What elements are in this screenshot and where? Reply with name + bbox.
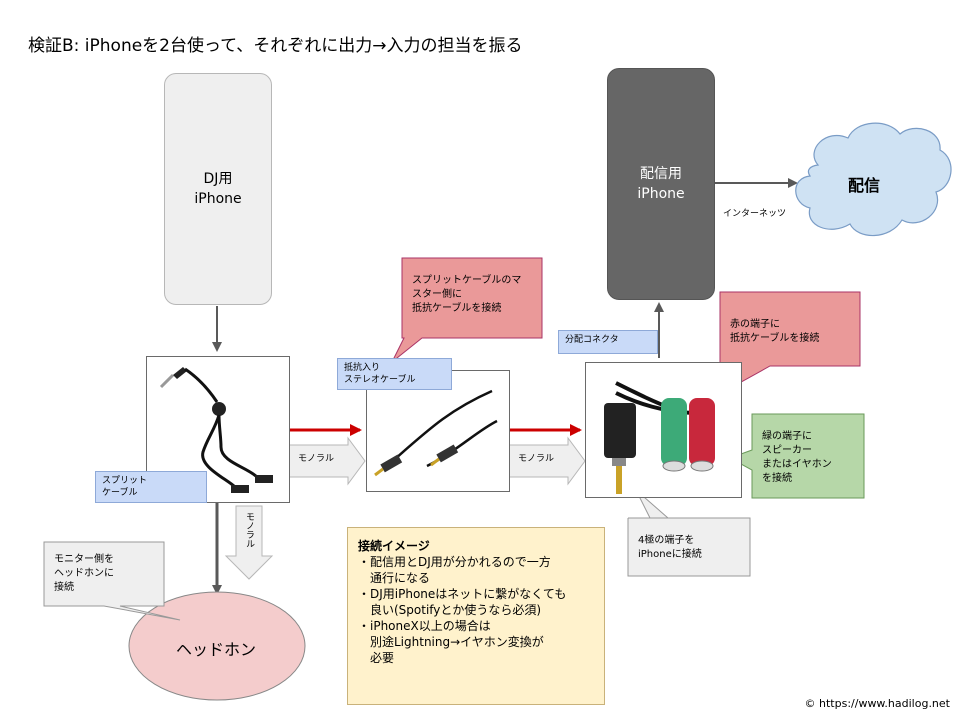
callout-monitor: モニター側を ヘッドホンに 接続 xyxy=(54,553,114,595)
callout-green-terminal: 緑の端子に スピーカー またはイヤホン を接続 xyxy=(762,430,832,486)
dj-iphone-line2: iPhone xyxy=(194,191,242,207)
resistor-cable-label-line2: ステレオケーブル xyxy=(344,375,416,385)
note-bullet-3: ・iPhoneX以上の場合は xyxy=(358,619,491,633)
note-bullet-2-cont: 良い(Spotifyとか使うなら必須) xyxy=(370,603,542,617)
callout-green-terminal-bubble xyxy=(728,413,865,499)
split-cable-label-line2: ケーブル xyxy=(102,488,138,498)
credit-text[interactable]: © https://www.hadilog.net xyxy=(804,697,950,710)
callout-split-master-line3: 抵抗ケーブルを接続 xyxy=(412,303,502,314)
internet-label: インターネッツ xyxy=(723,209,787,219)
callout-monitor-line2: ヘッドホンに xyxy=(54,568,114,579)
cloud-label: 配信 xyxy=(848,176,881,195)
mono-label-1: モノラル xyxy=(298,454,335,464)
stream-iphone: 配信用 iPhone xyxy=(607,68,715,300)
callout-split-master: スプリットケーブルのマ スター側に 抵抗ケーブルを接続 xyxy=(412,274,521,316)
callout-four-pole: 4極の端子を iPhoneに接続 xyxy=(638,534,702,562)
callout-four-pole-line2: iPhoneに接続 xyxy=(638,549,702,560)
note-bullet-3-cont2: 必要 xyxy=(370,651,395,665)
callout-monitor-bubble xyxy=(43,541,181,621)
callout-red-terminal: 赤の端子に 抵抗ケーブルを接続 xyxy=(730,318,819,346)
callout-red-terminal-line1: 赤の端子に xyxy=(730,319,780,330)
callout-monitor-line1: モニター側を xyxy=(54,554,114,565)
callout-green-terminal-line4: を接続 xyxy=(762,473,792,484)
callout-monitor-line3: 接続 xyxy=(54,582,74,593)
callout-red-terminal-line2: 抵抗ケーブルを接続 xyxy=(730,333,820,344)
split-cable-image: スプリット ケーブル xyxy=(95,356,290,503)
callout-green-terminal-line2: スピーカー xyxy=(762,445,812,456)
dj-iphone: DJ用 iPhone xyxy=(164,73,272,305)
page-title: 検証B: iPhoneを2台使って、それぞれに出力→入力の担当を振る xyxy=(28,36,523,56)
callout-four-pole-line1: 4極の端子を xyxy=(638,535,695,546)
callout-four-pole-bubble xyxy=(627,489,751,577)
distribution-connector-label: 分配コネクタ xyxy=(558,330,658,354)
mono-block-arrow-vertical xyxy=(224,505,274,580)
callout-split-master-bubble xyxy=(391,257,543,363)
stream-iphone-line1: 配信用 xyxy=(639,166,682,182)
callout-split-master-line2: スター側に xyxy=(412,289,462,300)
mono-label-vertical: モノラル xyxy=(244,512,254,548)
dj-iphone-line1: DJ用 xyxy=(203,171,233,187)
note-heading: 接続イメージ xyxy=(358,539,430,553)
note-bullet-3-cont: 別途Lightning→イヤホン変換が xyxy=(370,635,544,649)
headphone-label: ヘッドホン xyxy=(176,640,257,659)
resistor-cable-icon xyxy=(374,389,498,477)
callout-green-terminal-line3: またはイヤホン xyxy=(762,459,832,470)
stream-iphone-line2: iPhone xyxy=(637,186,685,202)
distribution-connector-icon xyxy=(604,381,715,494)
cloud-shape xyxy=(795,122,952,237)
connection-note: 接続イメージ ・配信用とDJ用が分かれるので一方 通行になる ・DJ用iPhon… xyxy=(347,527,605,705)
callout-green-terminal-line1: 緑の端子に xyxy=(762,431,812,442)
mono-block-arrow-1 xyxy=(288,436,366,486)
distribution-connector-image xyxy=(585,362,742,498)
resistor-cable-label-line1: 抵抗入り xyxy=(344,363,381,373)
mono-label-2: モノラル xyxy=(518,454,555,464)
callout-split-master-line1: スプリットケーブルのマ xyxy=(412,275,522,286)
mono-block-arrow-2 xyxy=(508,436,586,486)
note-bullet-1: ・配信用とDJ用が分かれるので一方 xyxy=(358,555,551,569)
note-bullet-2: ・DJ用iPhoneはネットに繋がなくても xyxy=(358,587,567,601)
resistor-cable-image xyxy=(366,370,510,492)
split-cable-label: スプリット ケーブル xyxy=(95,471,207,503)
split-cable-icon xyxy=(159,367,273,493)
split-cable-label-line1: スプリット xyxy=(102,476,148,486)
resistor-cable-label: 抵抗入り ステレオケーブル xyxy=(337,358,452,390)
note-bullet-1-cont: 通行になる xyxy=(370,571,431,585)
